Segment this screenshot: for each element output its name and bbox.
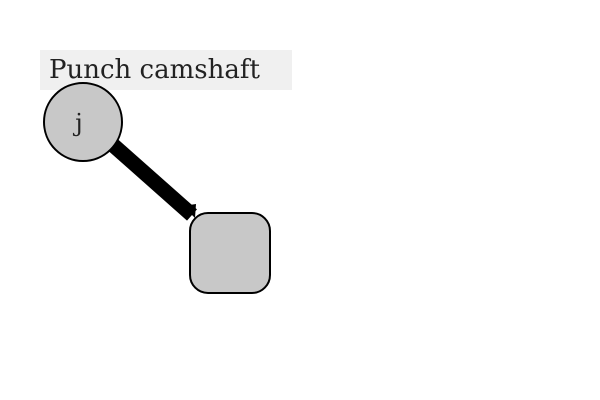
node-box[interactable]: [189, 212, 271, 294]
node-box-shape: [189, 212, 271, 294]
link-end-marker: [183, 204, 196, 218]
node-j-label: j: [72, 109, 82, 137]
node-j[interactable]: j: [43, 82, 123, 162]
node-j-shape: [43, 82, 123, 162]
link-j-to-box: [108, 139, 197, 221]
